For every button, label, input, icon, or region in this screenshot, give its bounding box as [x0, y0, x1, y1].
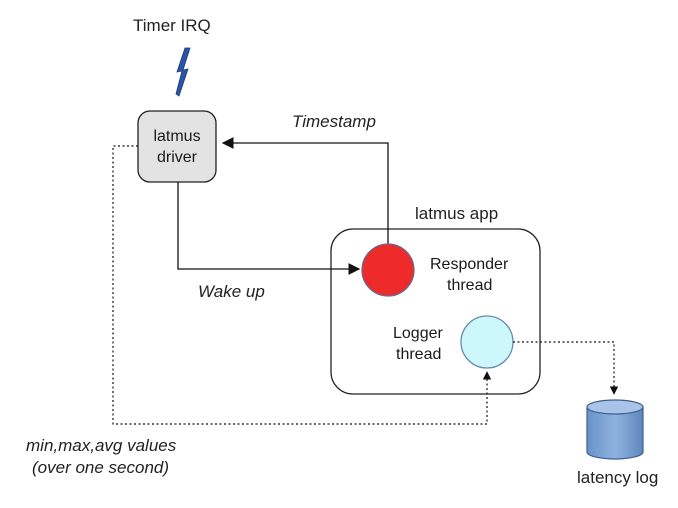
log-edge — [513, 341, 619, 395]
wakeup-edge — [177, 182, 361, 275]
responder-label-line1: Responder — [430, 256, 509, 273]
logger-label-line2: thread — [396, 346, 441, 363]
driver-label-line2: driver — [157, 149, 198, 166]
driver-label-line1: latmus — [153, 128, 200, 145]
stats-edge — [112, 145, 492, 425]
logger-thread-node — [460, 315, 514, 369]
responder-label-line2: thread — [447, 277, 492, 294]
database-cylinder-icon — [586, 399, 644, 460]
logger-label-line1: Logger — [393, 325, 443, 342]
lightning-bolt-icon — [175, 47, 191, 97]
app-label: latmus app — [415, 204, 498, 223]
latmus-driver-node: latmus driver — [137, 110, 217, 183]
timestamp-label: Timestamp — [292, 112, 376, 131]
responder-thread-node — [361, 243, 415, 297]
wakeup-label: Wake up — [198, 282, 265, 301]
latency-log-label: latency log — [577, 468, 658, 487]
values-label-line1: min,max,avg values — [26, 436, 177, 455]
timer-irq-label: Timer IRQ — [133, 16, 211, 35]
timestamp-edge — [221, 137, 389, 244]
values-label-line2: (over one second) — [32, 458, 169, 477]
latmus-app-container — [330, 228, 541, 395]
